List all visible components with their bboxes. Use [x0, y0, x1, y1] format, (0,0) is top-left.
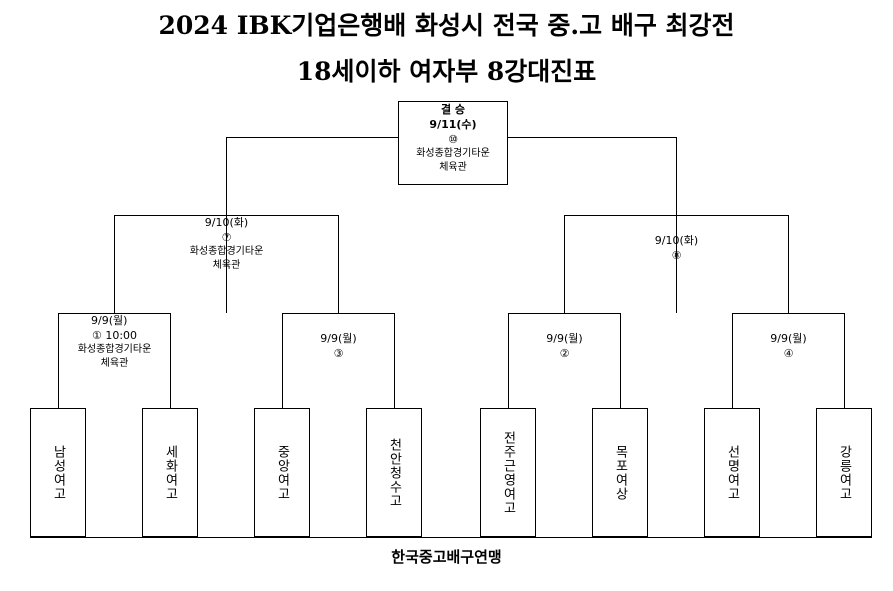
- team-box: 강릉여고: [816, 408, 872, 537]
- semifinal-venue-line2: 체육관: [212, 260, 241, 271]
- semifinal-date: 9/10(화): [654, 234, 699, 247]
- quarterfinal-match-number: ④: [783, 347, 794, 360]
- team-name: 전주근영여고: [500, 430, 516, 515]
- final-title: 결 승: [440, 103, 466, 116]
- quarterfinal-venue-line2: 체육관: [100, 358, 129, 369]
- team-box: 남성여고: [30, 408, 86, 537]
- team-name: 목포여상: [612, 444, 628, 501]
- quarterfinal-bracket-4: [732, 313, 845, 408]
- final-connector-right: [508, 137, 677, 313]
- quarterfinal-label-3: 9/9(월) ②: [509, 331, 620, 361]
- team-box: 선명여고: [704, 408, 760, 537]
- team-name: 중앙여고: [274, 444, 290, 501]
- quarterfinal-date: 9/9(월): [546, 332, 583, 345]
- team-box: 세화여고: [142, 408, 198, 537]
- quarterfinal-bracket-1: [58, 313, 171, 408]
- semifinal-label-right: 9/10(화) ⑧: [565, 233, 788, 263]
- quarterfinal-date: 9/9(월): [770, 332, 807, 345]
- semifinal-match-number: ⑦: [221, 231, 232, 244]
- quarterfinal-label-4: 9/9(월) ④: [733, 331, 844, 361]
- title-line-2: 18세이하 여자부 8강대진표: [296, 57, 597, 86]
- final-match-number: ⑩: [448, 133, 458, 146]
- team-box: 천안청수고: [366, 408, 422, 537]
- team-name: 선명여고: [724, 444, 740, 501]
- quarterfinal-match-number: ③: [333, 347, 344, 360]
- team-name: 세화여고: [162, 444, 178, 501]
- team-name: 강릉여고: [836, 444, 852, 501]
- team-name: 천안청수고: [386, 437, 402, 508]
- semifinal-bracket-right: [564, 215, 789, 313]
- team-box: 중앙여고: [254, 408, 310, 537]
- final-match-label: 결 승 9/11(수) ⑩ 화성종합경기타운 체육관: [398, 102, 508, 175]
- quarterfinal-bracket-3: [508, 313, 621, 408]
- team-box: 전주근영여고: [480, 408, 536, 537]
- final-venue-line1: 화성종합경기타운: [416, 148, 490, 159]
- semifinal-bracket-left: [114, 215, 339, 313]
- final-match-box: [398, 101, 508, 185]
- quarterfinal-bracket-2: [282, 313, 395, 408]
- quarterfinal-label-1: 9/9(월) ① 10:00 화성종합경기타운 체육관: [59, 313, 170, 371]
- quarterfinal-date: 9/9(월): [91, 314, 128, 327]
- quarterfinal-label-2: 9/9(월) ③: [283, 331, 394, 361]
- team-name: 남성여고: [50, 444, 66, 501]
- organizer-name: 한국중고배구연맹: [391, 548, 502, 566]
- final-venue-line2: 체육관: [439, 162, 467, 173]
- team-box: 목포여상: [592, 408, 648, 537]
- final-connector-left: [226, 137, 398, 313]
- quarterfinal-match-number: ① 10:00: [91, 329, 138, 342]
- quarterfinal-venue-line1: 화성종합경기타운: [77, 344, 152, 355]
- semifinal-match-number: ⑧: [671, 249, 682, 262]
- title-line-1: 2024 IBK기업은행배 화성시 전국 중.고 배구 최강전: [158, 11, 735, 40]
- semifinal-label-left: 9/10(화) ⑦ 화성종합경기타운 체육관: [115, 215, 338, 273]
- final-date: 9/11(수): [429, 118, 477, 131]
- semifinal-date: 9/10(화): [204, 216, 249, 229]
- quarterfinal-date: 9/9(월): [320, 332, 357, 345]
- semifinal-venue-line1: 화성종합경기타운: [189, 246, 264, 257]
- quarterfinal-match-number: ②: [559, 347, 570, 360]
